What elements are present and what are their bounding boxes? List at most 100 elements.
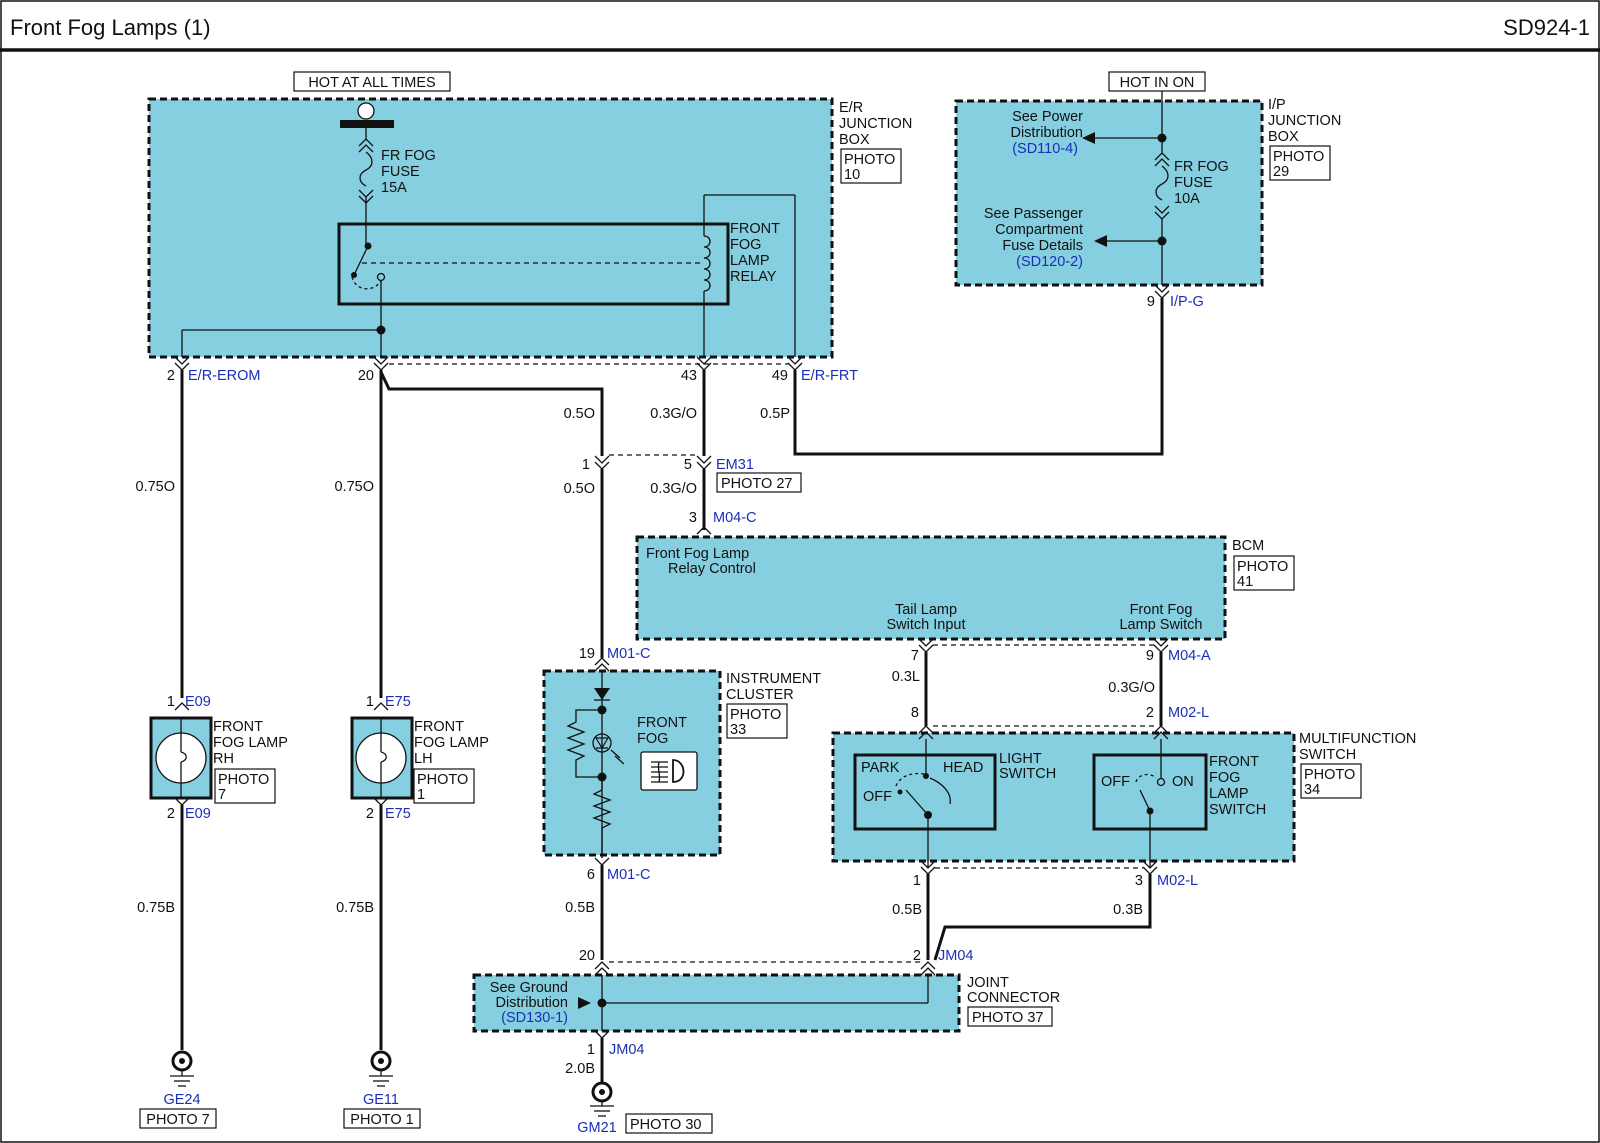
diagram-title: Front Fog Lamps (1) bbox=[10, 15, 211, 40]
connector-pin-icon bbox=[174, 702, 190, 711]
photo-ref-frame bbox=[716, 472, 802, 493]
connector-id: E75 bbox=[385, 694, 411, 710]
diode-icon bbox=[594, 688, 610, 700]
busbar bbox=[340, 120, 394, 128]
photo-ref-frame bbox=[214, 768, 276, 804]
see-ground-link[interactable]: (SD130-1) bbox=[501, 1010, 568, 1026]
photo-ref: 1 bbox=[417, 787, 425, 803]
see-ground-label: See Ground bbox=[490, 980, 568, 996]
see-power-link[interactable]: (SD110-4) bbox=[1012, 141, 1078, 157]
head-position-label: HEAD bbox=[943, 760, 983, 776]
connector-id: M04-C bbox=[713, 510, 757, 526]
lamp-rh-label: RH bbox=[213, 751, 234, 767]
photo-ref: PHOTO bbox=[730, 707, 781, 723]
photo-ref: PHOTO bbox=[844, 152, 895, 168]
resistor-icon bbox=[566, 709, 602, 778]
resistor-icon bbox=[592, 777, 612, 858]
ip-junction-box-label: JUNCTION bbox=[1268, 113, 1341, 129]
photo-ref: PHOTO bbox=[417, 772, 468, 788]
fog-switch-label: FRONT bbox=[1209, 754, 1259, 770]
fuse-15a-icon bbox=[359, 151, 373, 187]
pin-number: 3 bbox=[1135, 873, 1143, 889]
diagram-code: SD924-1 bbox=[1503, 15, 1590, 40]
bcm-tail-lamp-input-label: Tail Lamp bbox=[895, 602, 957, 618]
light-emit-icon bbox=[610, 749, 625, 765]
connector-pin-icon bbox=[373, 356, 389, 371]
instrument-cluster-label: CLUSTER bbox=[726, 687, 794, 703]
photo-ref: PHOTO bbox=[1237, 559, 1288, 575]
lamp-lh-label: LH bbox=[414, 751, 433, 767]
photo-ref-frame bbox=[343, 1108, 421, 1129]
connector-id: JM04 bbox=[609, 1042, 644, 1058]
connector-id: I/P-G bbox=[1170, 294, 1204, 310]
multifunction-switch-box bbox=[831, 731, 1296, 863]
bcm-relay-control-label: Relay Control bbox=[668, 561, 756, 577]
see-power-label: See Power bbox=[1012, 109, 1083, 125]
relay-label: FRONT bbox=[730, 221, 780, 237]
light-switch-lever bbox=[905, 789, 929, 816]
wire-spec: 0.5B bbox=[892, 902, 922, 918]
fog-switch-label: FOG bbox=[1209, 770, 1240, 786]
relay-label: LAMP bbox=[730, 253, 770, 269]
light-switch-label: SWITCH bbox=[999, 766, 1056, 782]
pin-number: 3 bbox=[689, 510, 697, 526]
photo-ref: 29 bbox=[1273, 164, 1289, 180]
connector-pin-icon bbox=[696, 455, 712, 470]
connector-id: M01-C bbox=[607, 646, 651, 662]
photo-ref-frame bbox=[726, 703, 788, 739]
er-junction-box bbox=[147, 97, 834, 359]
photo-ref-frame bbox=[840, 148, 902, 184]
pin-number: 19 bbox=[579, 646, 595, 662]
connector-pin-icon bbox=[594, 657, 610, 672]
connector-pin-icon bbox=[696, 526, 712, 535]
instrument-cluster-label: INSTRUMENT bbox=[726, 671, 821, 687]
park-position-label: PARK bbox=[861, 760, 900, 776]
connector-pin-icon bbox=[1153, 638, 1169, 653]
see-power-label: Distribution bbox=[1010, 125, 1083, 141]
hot-in-on-label: HOT IN ON bbox=[1120, 75, 1195, 91]
multifunction-switch-label: MULTIFUNCTION bbox=[1299, 731, 1416, 747]
pin-number: 2 bbox=[167, 368, 175, 384]
front-fog-indicator-label: FOG bbox=[637, 731, 668, 747]
connector-id: M02-L bbox=[1168, 705, 1209, 721]
fr-fog-fuse-label: FR FOG bbox=[1174, 159, 1229, 175]
photo-ref-frame bbox=[1269, 145, 1331, 181]
arrow-left-icon bbox=[1082, 132, 1095, 144]
photo-ref: PHOTO 30 bbox=[630, 1117, 701, 1133]
connector-pin-icon bbox=[594, 455, 610, 470]
photo-ref: PHOTO bbox=[1304, 767, 1355, 783]
wire-spec: 0.3L bbox=[892, 669, 920, 685]
fr-fog-fuse-label: FUSE bbox=[381, 164, 420, 180]
battery-terminal-icon bbox=[357, 102, 375, 120]
relay-label: FOG bbox=[730, 237, 761, 253]
bcm-tail-lamp-input-label: Switch Input bbox=[887, 617, 966, 633]
relay-coil-icon bbox=[703, 235, 711, 292]
connector-id: E09 bbox=[185, 694, 211, 710]
pin-number: 20 bbox=[358, 368, 374, 384]
fog-switch-lever bbox=[1139, 789, 1151, 812]
connector-pin-icon bbox=[918, 638, 934, 653]
connector-pin-icon bbox=[1154, 284, 1170, 299]
connector-id: M04-A bbox=[1168, 648, 1211, 664]
light-switch-contact bbox=[929, 777, 951, 805]
bcm-fog-switch-label: Front Fog bbox=[1130, 602, 1193, 618]
photo-ref: 33 bbox=[730, 722, 746, 738]
fuse-10a-icon bbox=[1155, 165, 1169, 201]
joint-connector-label: CONNECTOR bbox=[967, 990, 1060, 1006]
relay-label: RELAY bbox=[730, 269, 777, 285]
photo-ref: PHOTO 37 bbox=[972, 1010, 1043, 1026]
photo-ref: PHOTO 1 bbox=[350, 1112, 413, 1128]
joint-connector-label: JOINT bbox=[967, 975, 1009, 991]
front-fog-lamp-relay bbox=[337, 222, 730, 306]
pin-number: 1 bbox=[913, 873, 921, 889]
connector-id: E/R-EROM bbox=[188, 368, 261, 384]
fuse-connector-icon bbox=[358, 138, 374, 153]
led-icon bbox=[592, 733, 612, 753]
pin-number: 1 bbox=[167, 694, 175, 710]
er-junction-box-label: E/R bbox=[839, 100, 863, 116]
ip-junction-box-label: BOX bbox=[1268, 129, 1299, 145]
see-passenger-link[interactable]: (SD120-2) bbox=[1016, 254, 1083, 270]
fog-on-label: ON bbox=[1172, 774, 1194, 790]
